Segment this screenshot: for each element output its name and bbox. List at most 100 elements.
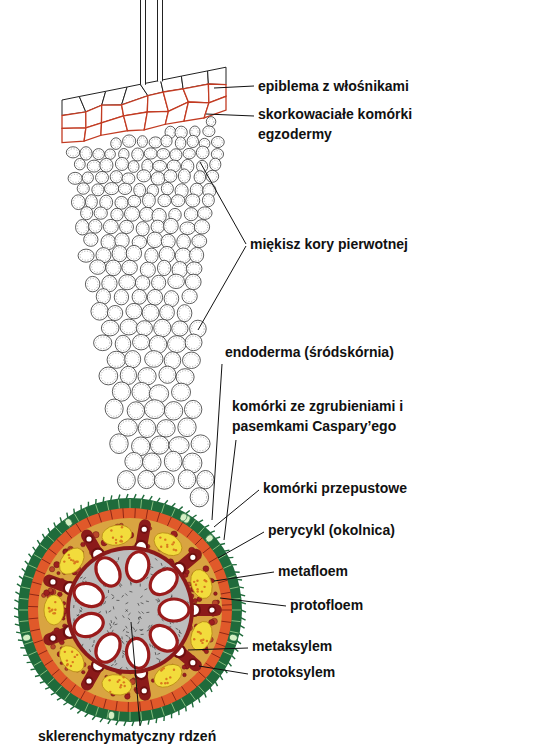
parenchyma-cell: [210, 158, 221, 170]
cell-lining: [126, 209, 137, 220]
cell-lining: [172, 151, 180, 159]
sieve-cell: [54, 609, 56, 611]
pericycle-cell-wall: [29, 594, 39, 596]
cell-lining: [120, 185, 129, 192]
parenchyma-cell: [171, 195, 184, 207]
leader-line: [212, 364, 222, 520]
parenchyma-cell: [187, 135, 198, 147]
cell-lining: [102, 160, 111, 170]
parenchyma-cell: [128, 161, 139, 173]
sclerenchyma-fibre: [125, 593, 127, 595]
sclerenchyma-fibre: [122, 595, 124, 597]
parenchyma-cell: [159, 246, 174, 262]
label-slot: skorkowaciałe komórki egzodermy: [258, 104, 428, 144]
pericycle-cell-wall: [181, 686, 187, 694]
pericycle-cell-wall: [222, 610, 232, 611]
cell-lining: [109, 353, 123, 366]
exodermis-cell: [124, 112, 148, 131]
cell-lining: [86, 235, 96, 245]
cell-lining: [200, 209, 210, 218]
cell-lining: [184, 354, 198, 366]
pericycle-cell-wall: [151, 700, 153, 710]
cell-lining: [139, 138, 145, 146]
cell-lining: [107, 401, 121, 416]
sclerenchyma-fibre: [115, 617, 116, 620]
parenchyma-cell: [54, 562, 60, 568]
cell-lining: [192, 322, 205, 335]
pericycle-cell-wall: [140, 701, 141, 711]
cell-lining: [166, 172, 175, 180]
cell-lining: [87, 278, 97, 289]
cell-lining: [174, 385, 189, 399]
large-metaxylem-vessel: [71, 579, 107, 610]
endodermis-cell-wall: [85, 703, 89, 711]
sieve-cell: [120, 684, 122, 686]
parenchyma-cell: [150, 436, 169, 454]
parenchyma-cell: [123, 135, 136, 147]
pericycle-cell-wall: [122, 508, 124, 518]
sieve-cell: [68, 554, 70, 556]
sieve-cell: [173, 548, 175, 550]
leader-line: [214, 86, 254, 88]
endodermis-cell-wall: [20, 598, 29, 600]
cell-lining: [212, 160, 219, 168]
parenchyma-cell: [154, 319, 171, 337]
endodermis-cell-wall: [65, 693, 70, 700]
pericycle-cell-wall: [42, 559, 51, 564]
cell-lining: [166, 293, 177, 305]
sclerenchyma-fibre: [140, 584, 141, 587]
cell-lining: [153, 222, 162, 231]
leader-line: [131, 622, 140, 726]
parenchyma-cell: [154, 471, 174, 489]
sclerenchyma-fibre: [121, 636, 122, 639]
pericycle-cell-wall: [44, 660, 52, 665]
protoxylem-vessel: [141, 687, 148, 694]
part-label: perycykl (okolnica): [268, 520, 395, 540]
cell-lining: [149, 234, 160, 246]
parenchyma-cell: [152, 275, 166, 290]
cell-lining: [79, 185, 87, 192]
cell-lining: [98, 250, 109, 261]
endodermis-cell-wall: [56, 528, 62, 535]
pericycle-cell-wall: [161, 696, 164, 705]
parenchyma-cell: [177, 305, 192, 322]
sclerenchyma-fibre: [128, 613, 130, 615]
sieve-cell: [123, 676, 125, 678]
pericycle-cell-wall: [52, 669, 60, 675]
pericycle-cell-wall: [221, 592, 231, 594]
parenchyma-cell: [126, 303, 142, 319]
parenchyma-cell: [170, 149, 182, 161]
parenchyma-cell: [161, 135, 172, 147]
cell-lining: [152, 438, 167, 452]
parenchyma-cell: [101, 320, 119, 336]
cell-lining: [95, 151, 103, 158]
cell-lining: [130, 197, 139, 205]
sieve-cell: [203, 586, 205, 588]
cell-lining: [170, 338, 184, 351]
endodermis-cell-wall: [190, 693, 195, 700]
parenchyma-cell: [149, 137, 162, 148]
passage-cell: [179, 512, 189, 522]
sieve-cell: [71, 651, 73, 653]
endodermis-cell-wall: [75, 514, 80, 522]
sclerenchyma-fibre: [126, 667, 128, 669]
parenchyma-cell: [144, 400, 164, 419]
parenchyma-cell: [128, 195, 141, 207]
cell-lining: [119, 473, 133, 488]
sclerenchyma-fibre: [113, 606, 115, 609]
parenchyma-cell: [105, 149, 116, 159]
parenchyma-cell: [145, 248, 158, 263]
cell-lining: [105, 221, 116, 231]
parenchyma-cell: [89, 219, 102, 233]
endodermis-cell-wall: [206, 678, 213, 684]
cell-lining: [177, 250, 189, 261]
parenchyma-cell: [77, 183, 89, 194]
sclerenchyma-fibre: [142, 612, 144, 614]
endodermis-cell-wall: [151, 501, 153, 510]
endodermis-cell-wall: [223, 651, 231, 655]
parenchyma-cell: [143, 453, 162, 472]
parenchyma-cell: [127, 402, 144, 420]
endodermis-cell-wall: [130, 499, 131, 508]
pericycle-cell-wall: [38, 650, 47, 654]
cell-lining: [159, 151, 168, 158]
